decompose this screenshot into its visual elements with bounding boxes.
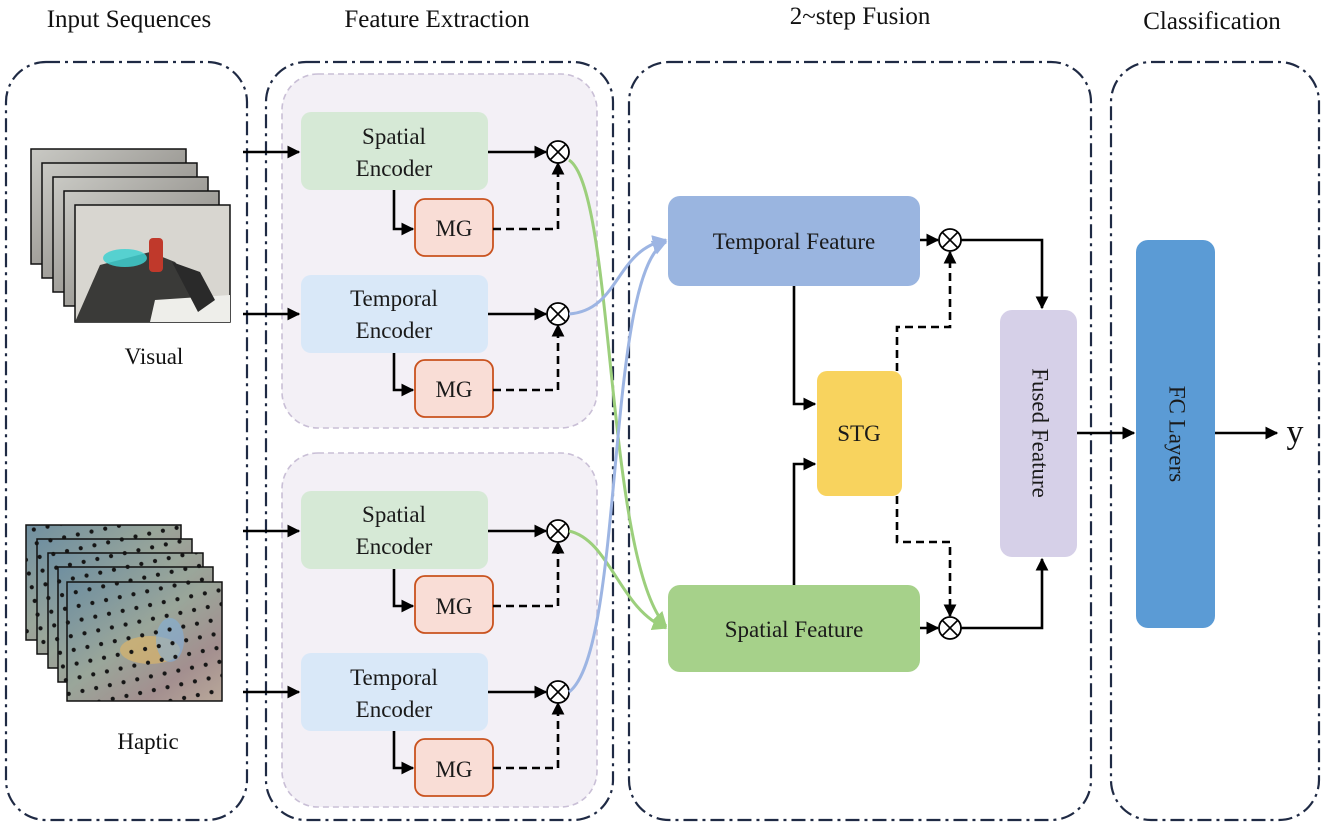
visual-spatial-encoder-line1: Spatial	[362, 124, 426, 149]
temporal-feature-block	[668, 196, 920, 286]
visual-spatial-multiply-icon	[546, 140, 570, 164]
stg-label: STG	[837, 421, 880, 446]
visual-spatial-to-spatial-feature-arrow	[568, 158, 668, 628]
visual-temporal-mg	[414, 359, 494, 418]
header-feature-extraction: Feature Extraction	[344, 6, 530, 33]
output-y: y	[1287, 414, 1304, 451]
fusion-panel	[627, 60, 1093, 822]
visual-temporal-encoder	[301, 275, 488, 353]
visual-spatial-mg	[414, 198, 494, 257]
visual-label: Visual	[125, 344, 184, 369]
haptic-temporal-to-temporal-feature-arrow	[568, 240, 668, 694]
haptic-spatial-mg	[414, 575, 494, 634]
fused-feature-label: Fused Feature	[1028, 368, 1053, 498]
haptic-spatial-encoder-line1: Spatial	[362, 502, 426, 527]
visual-image-stack	[30, 148, 231, 323]
header-input-sequences: Input Sequences	[47, 6, 212, 33]
visual-temporal-encoder-line2: Encoder	[356, 318, 433, 343]
visual-spatial-encoder-line2: Encoder	[356, 156, 433, 181]
visual-spatial-encoder	[301, 112, 488, 190]
temporal-feature-label: Temporal Feature	[713, 229, 876, 254]
haptic-spatial-encoder	[301, 491, 488, 569]
visual-temporal-multiply-icon	[546, 302, 570, 326]
haptic-spatial-mg-label: MG	[435, 594, 472, 619]
header-two-step-fusion: 2~step Fusion	[790, 3, 931, 30]
visual-temporal-encoder-line1: Temporal	[350, 286, 438, 311]
fc-layers-block	[1136, 240, 1215, 628]
haptic-temporal-encoder-line1: Temporal	[350, 665, 438, 690]
header-classification: Classification	[1143, 8, 1281, 35]
haptic-label: Haptic	[117, 729, 178, 754]
spatial-feature-block	[668, 585, 920, 672]
stg-block	[817, 371, 902, 496]
spatial-multiply-icon	[938, 616, 962, 640]
haptic-spatial-multiply-icon	[546, 519, 570, 543]
haptic-temporal-encoder	[301, 653, 488, 731]
haptic-temporal-encoder-line2: Encoder	[356, 697, 433, 722]
classification-panel	[1109, 60, 1321, 822]
haptic-temporal-mg-label: MG	[435, 757, 472, 782]
extraction-panel	[264, 60, 615, 822]
visual-spatial-mg-label: MG	[435, 216, 472, 241]
haptic-temporal-multiply-icon	[546, 680, 570, 704]
temporal-multiply-icon	[938, 228, 962, 252]
visual-temporal-mg-label: MG	[435, 377, 472, 402]
fc-layers-label: FC Layers	[1165, 386, 1190, 483]
spatial-feature-label: Spatial Feature	[725, 617, 864, 642]
haptic-spatial-to-spatial-feature-arrow	[568, 529, 668, 631]
haptic-image-stack	[25, 524, 223, 702]
haptic-spatial-encoder-line2: Encoder	[356, 534, 433, 559]
fused-feature-block	[1000, 310, 1077, 557]
